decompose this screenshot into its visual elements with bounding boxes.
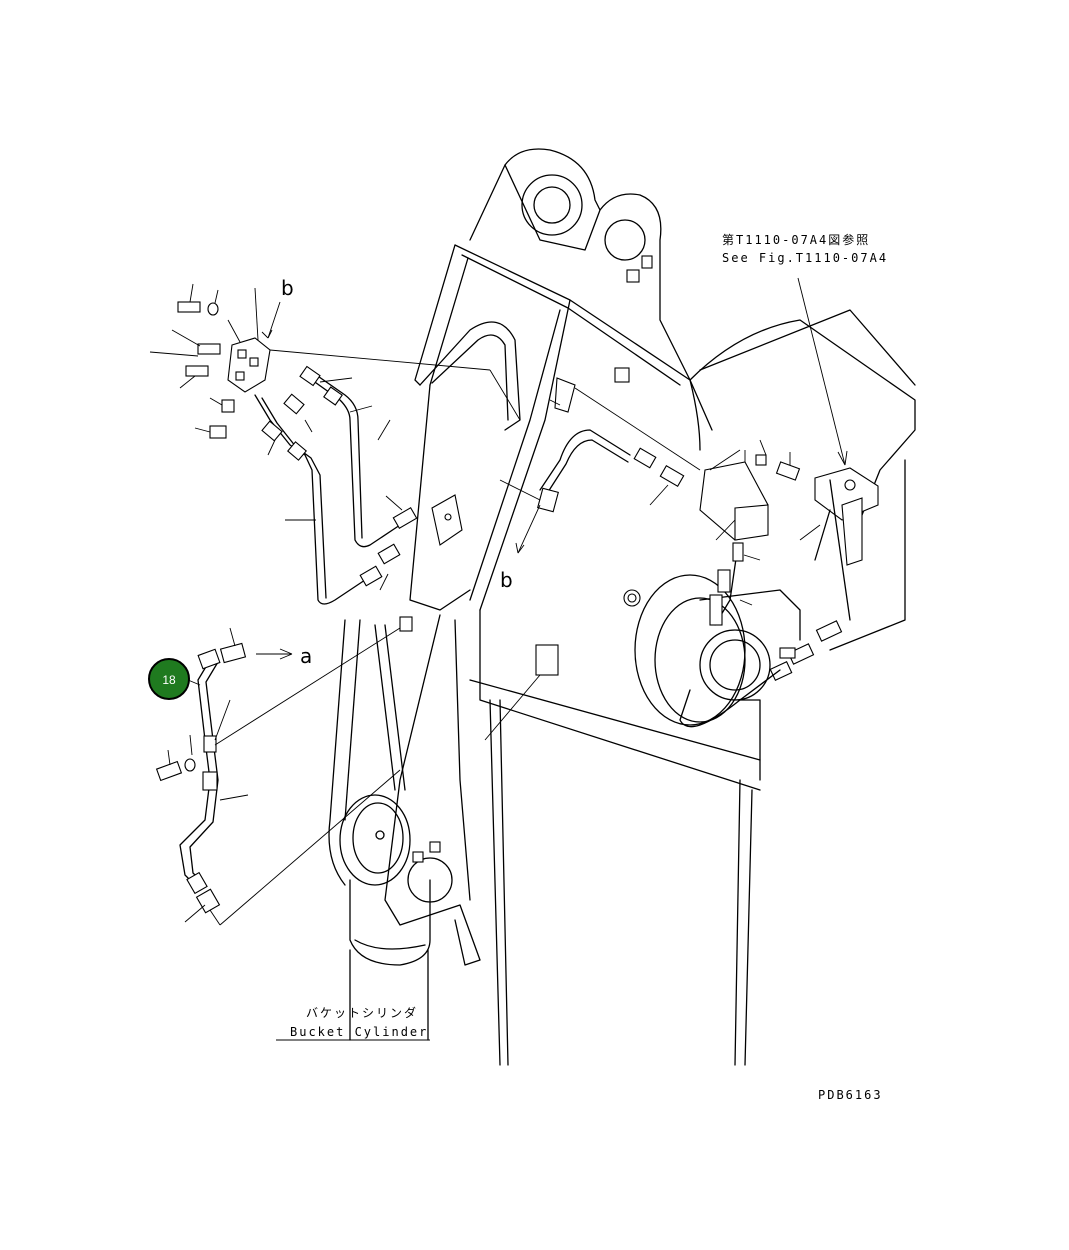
part-badge-number[interactable]: 18 [162,673,176,687]
drawing-id: PDB6163 [818,1088,883,1102]
part-badge-18[interactable]: 18 [148,658,190,700]
manifold-block [149,283,521,439]
center-hoses [499,255,701,607]
bucket-cylinder [328,614,481,1041]
cylinder-label-en: Bucket Cylinder [290,1025,428,1039]
junction-box [484,277,879,741]
callout-a: a [300,644,312,668]
callout-b-top: b [281,276,294,300]
part-badge-circle[interactable] [148,658,190,700]
cylinder-label-jp: バケットシリンダ [306,1005,418,1020]
arm-structure [409,148,916,1066]
hose-assembly-18 [155,627,401,926]
hydraulic-hoses [254,365,463,605]
reference-note-en: See Fig.T1110-07A4 [722,251,888,265]
callout-b-mid: b [500,568,513,592]
reference-note-jp: 第T1110-07A4図参照 [722,232,870,247]
